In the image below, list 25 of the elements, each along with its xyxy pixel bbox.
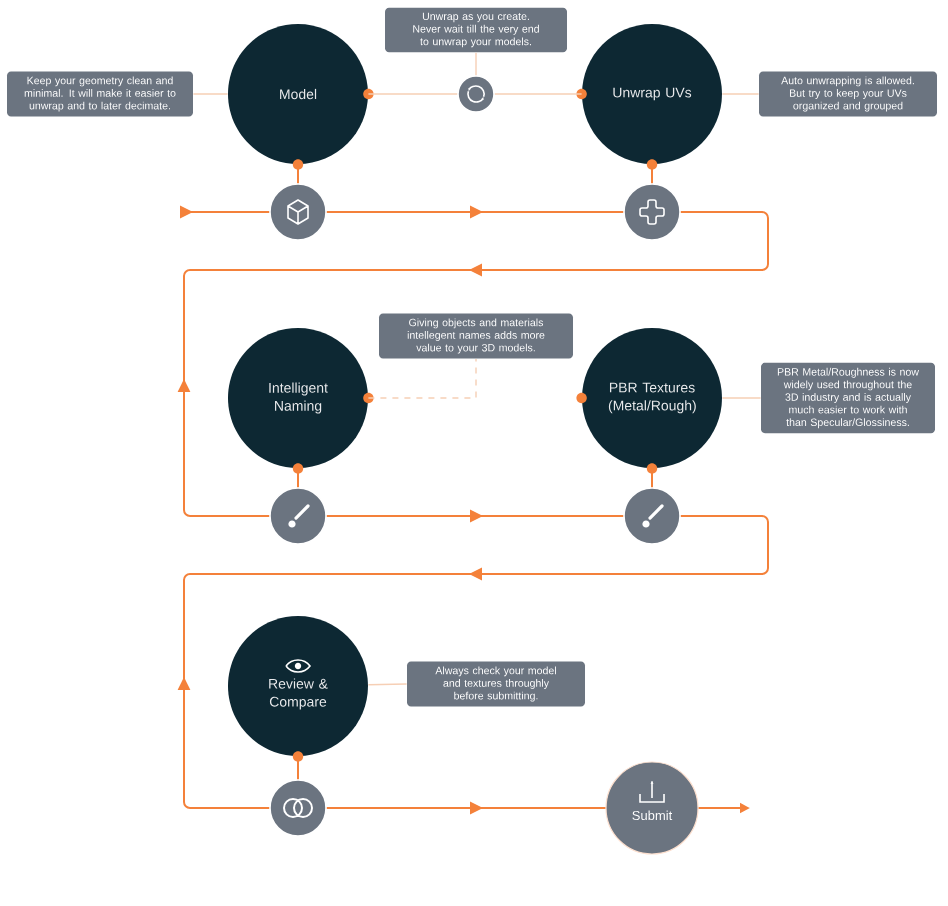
leader-line [494, 93, 583, 95]
connector-line [651, 163, 653, 185]
arrow [180, 205, 271, 219]
cube-icon [269, 183, 327, 241]
connector-line [297, 755, 299, 781]
arrow [325, 205, 625, 219]
arrow [177, 515, 769, 809]
connector-line [297, 467, 299, 489]
leader-line [475, 52, 477, 76]
arrow [177, 211, 769, 517]
arrow [325, 801, 607, 815]
leader-line [367, 93, 458, 95]
rings-icon [269, 779, 327, 837]
cross-icon [623, 183, 681, 241]
leader-line [192, 93, 229, 95]
connector-line [297, 163, 299, 185]
leader-line [721, 93, 760, 95]
refresh-icon [457, 75, 495, 113]
brush-icon [269, 487, 327, 545]
connector-line [651, 467, 653, 489]
leader-line [367, 683, 408, 686]
brush-icon [623, 487, 681, 545]
arrow [325, 509, 625, 523]
leader-line [367, 358, 477, 399]
leader-line [721, 397, 762, 399]
